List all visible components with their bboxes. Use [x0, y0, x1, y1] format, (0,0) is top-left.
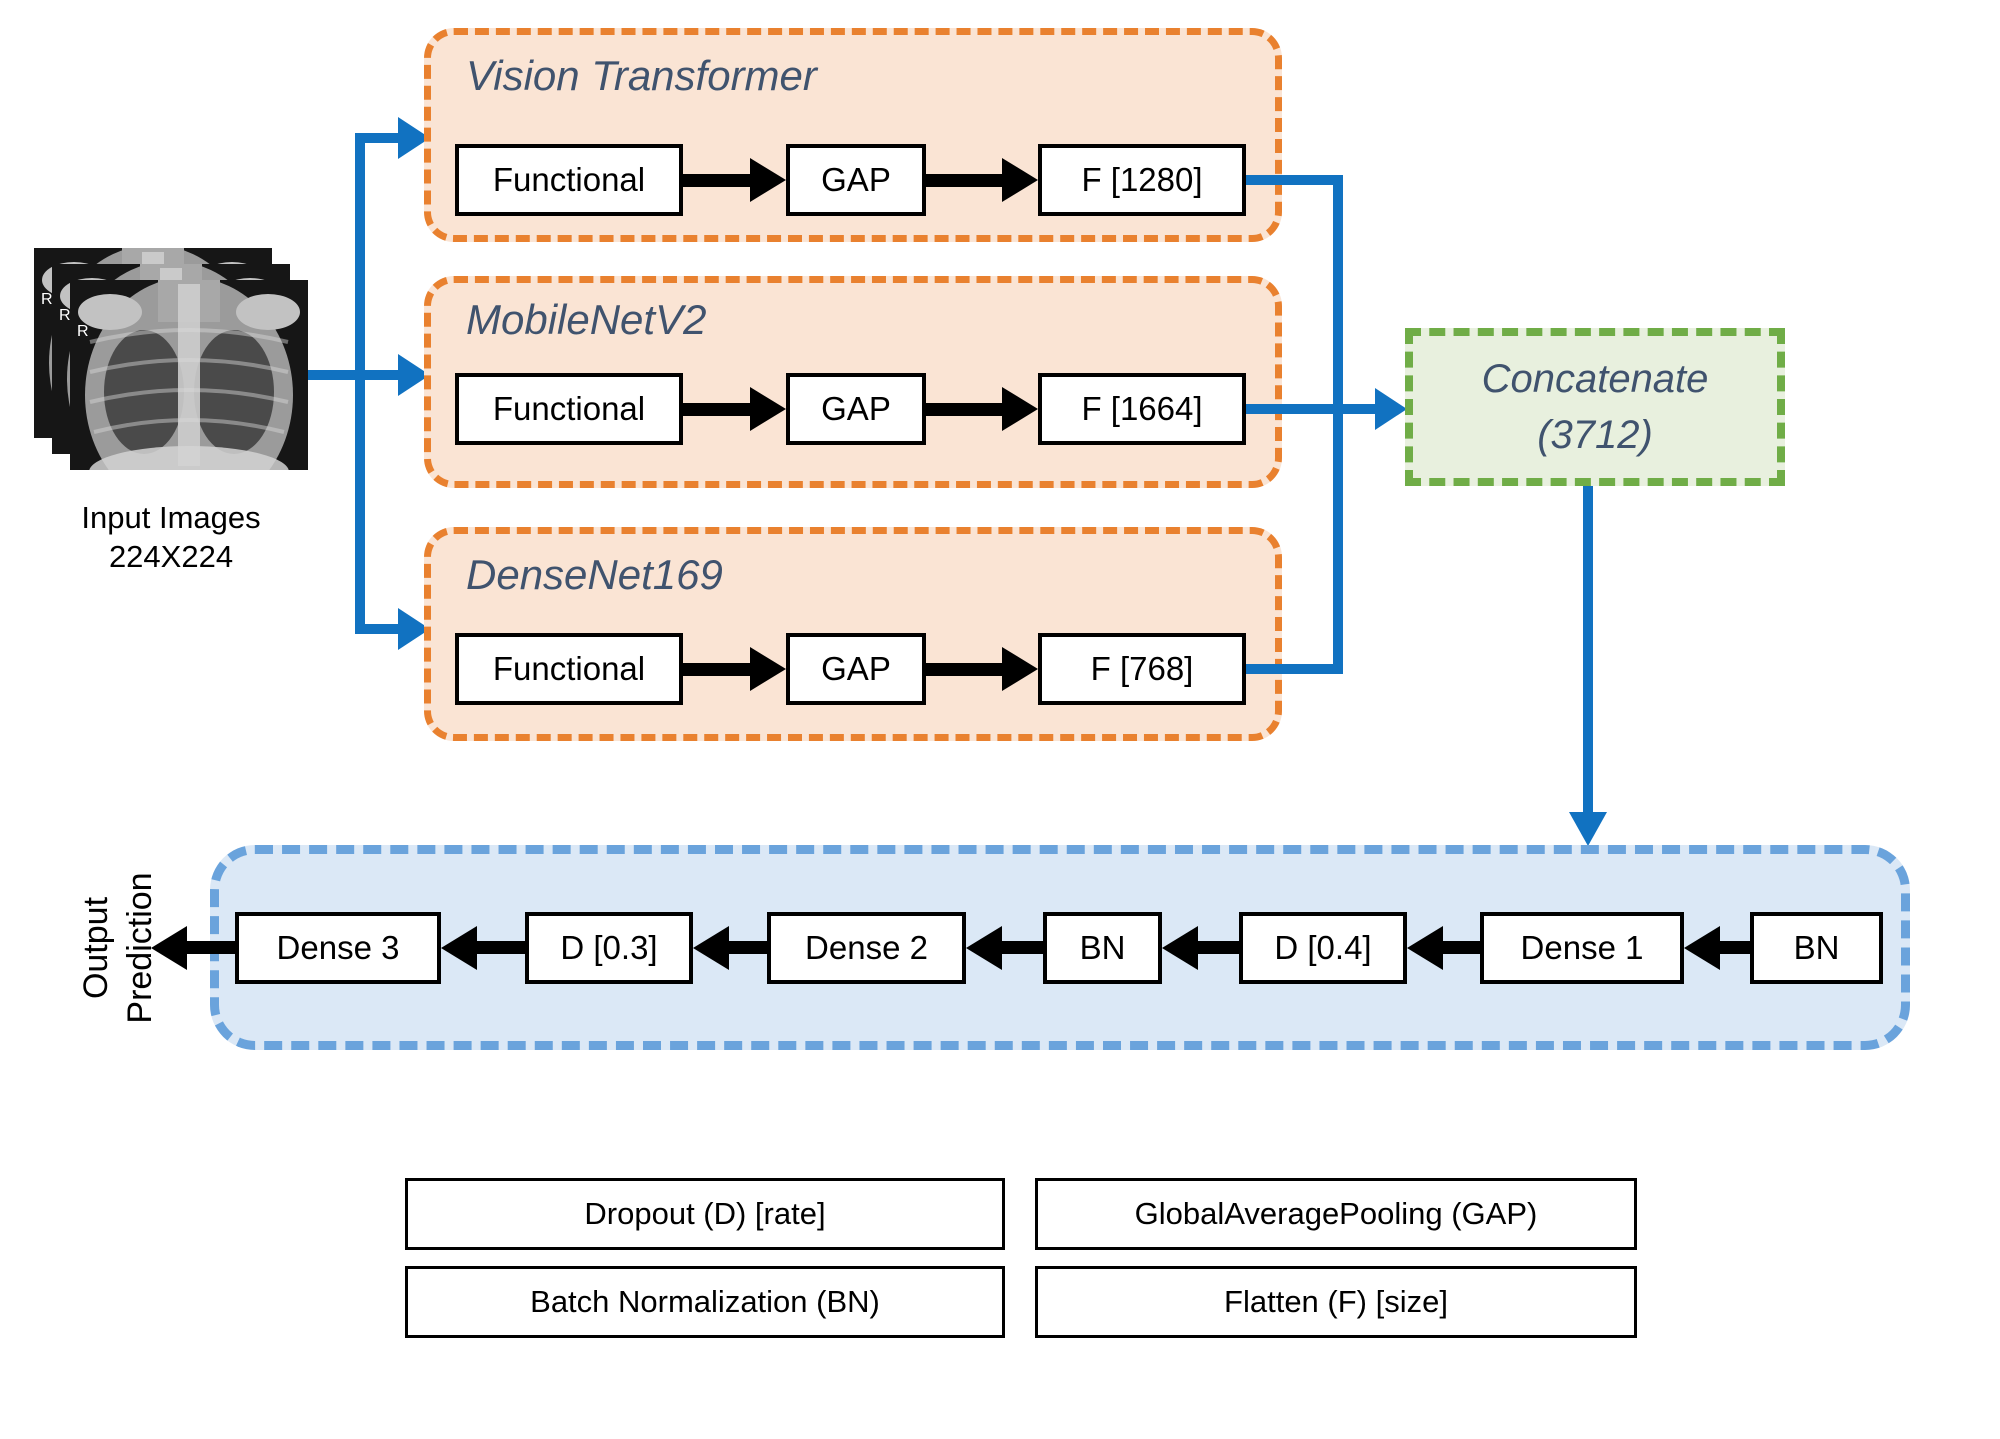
legend-flatten: Flatten (F) [size] — [1035, 1266, 1637, 1338]
connector-mobilenet-output — [1246, 404, 1377, 414]
dropout03-block: D [0.3] — [525, 912, 693, 984]
vit-arrow2-head — [1002, 158, 1038, 202]
bn-mid-block: BN — [1043, 912, 1162, 984]
chain-arrow2-head — [693, 926, 729, 970]
output-arrow-head — [151, 926, 187, 970]
vit-flatten-block: F [1280] — [1038, 144, 1246, 216]
densenet-flatten-block: F [768] — [1038, 633, 1246, 705]
input-images-label: Input Images 224X224 — [40, 498, 302, 576]
chain-arrow5-shaft — [1439, 941, 1480, 954]
xray-frame-front: R — [70, 280, 308, 470]
chain-arrow2-shaft — [725, 941, 767, 954]
xray-image: R — [70, 280, 308, 470]
densenet-arrow2-head — [1002, 647, 1038, 691]
dropout04-block: D [0.4] — [1239, 912, 1407, 984]
connector-input-trunk — [355, 133, 365, 634]
r-marker: R — [41, 291, 53, 308]
densenet-arrow1-head — [750, 647, 786, 691]
connector-merge-trunk — [1333, 175, 1343, 674]
densenet-arrow2-shaft — [926, 663, 1004, 676]
r-marker: R — [77, 323, 89, 340]
vit-arrow1-head — [750, 158, 786, 202]
vision-transformer-title: Vision Transformer — [466, 52, 817, 99]
mobilenet-arrow2-shaft — [926, 403, 1004, 416]
mobilenet-functional-block: Functional — [455, 373, 683, 445]
output-prediction-line1: Output — [77, 896, 115, 1000]
mobilenet-arrow2-head — [1002, 387, 1038, 431]
output-arrow-shaft — [183, 941, 235, 954]
densenet169-title: DenseNet169 — [466, 551, 723, 598]
legend-gap: GlobalAveragePooling (GAP) — [1035, 1178, 1637, 1250]
densenet-gap-block: GAP — [786, 633, 926, 705]
arrowhead-into-classifier — [1569, 812, 1607, 846]
r-marker: R — [59, 307, 71, 324]
connector-input-to-densenet — [365, 624, 398, 634]
chain-arrow6-shaft — [1716, 941, 1750, 954]
dense2-block: Dense 2 — [767, 912, 966, 984]
chain-arrow4-shaft — [1194, 941, 1239, 954]
chain-arrow4-head — [1162, 926, 1198, 970]
chain-arrow1-shaft — [473, 941, 525, 954]
chain-arrow6-head — [1684, 926, 1720, 970]
dense3-block: Dense 3 — [235, 912, 441, 984]
vit-arrow2-shaft — [926, 174, 1004, 187]
legend-batch-normalization: Batch Normalization (BN) — [405, 1266, 1005, 1338]
connector-vit-output — [1246, 175, 1343, 185]
vit-functional-block: Functional — [455, 144, 683, 216]
output-prediction-line2: Prediction — [121, 872, 159, 1024]
arrowhead-into-concatenate — [1375, 388, 1407, 430]
concatenate-label-line1: Concatenate — [1481, 357, 1709, 401]
mobilenet-flatten-block: F [1664] — [1038, 373, 1246, 445]
concatenate-box: Concatenate (3712) — [1405, 328, 1785, 486]
input-images-label-line1: Input Images — [81, 500, 261, 535]
connector-concatenate-to-classifier — [1583, 486, 1593, 812]
mobilenet-arrow1-shaft — [683, 403, 753, 416]
dense1-block: Dense 1 — [1480, 912, 1684, 984]
connector-input-to-mobilenet — [308, 370, 400, 380]
concatenate-label-line2: (3712) — [1537, 413, 1653, 457]
legend-dropout: Dropout (D) [rate] — [405, 1178, 1005, 1250]
vit-gap-block: GAP — [786, 144, 926, 216]
bn-right-block: BN — [1750, 912, 1883, 984]
densenet-arrow1-shaft — [683, 663, 753, 676]
vit-arrow1-shaft — [683, 174, 753, 187]
chain-arrow1-head — [441, 926, 477, 970]
output-prediction-label: Output Prediction — [74, 798, 162, 1098]
chain-arrow3-shaft — [998, 941, 1043, 954]
connector-densenet-output — [1246, 664, 1343, 674]
connector-input-to-vit — [365, 133, 398, 143]
chain-arrow3-head — [966, 926, 1002, 970]
chain-arrow5-head — [1407, 926, 1443, 970]
input-images-label-line2: 224X224 — [108, 539, 234, 574]
densenet-functional-block: Functional — [455, 633, 683, 705]
mobilenet-gap-block: GAP — [786, 373, 926, 445]
mobilenetv2-title: MobileNetV2 — [466, 296, 707, 343]
mobilenet-arrow1-head — [750, 387, 786, 431]
